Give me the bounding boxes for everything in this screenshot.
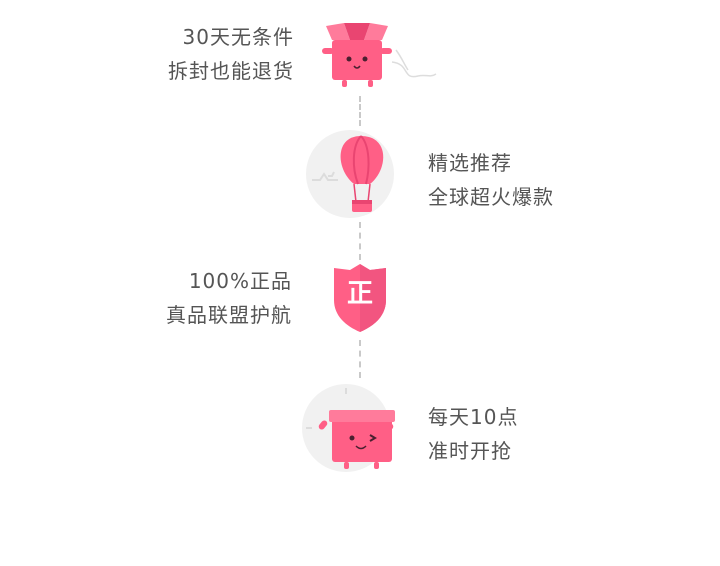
winking-box-clock-icon [300, 382, 410, 478]
shield-icon: 正 [330, 262, 390, 338]
feature-daily-title: 每天10点 [428, 405, 519, 429]
feature-authentic-title: 100%正品 [188, 269, 292, 293]
connector-line-2 [359, 222, 361, 260]
feature-return-subtitle: 拆封也能退货 [168, 59, 294, 83]
feature-daily-text: 每天10点 准时开抢 [428, 400, 518, 468]
feature-recommend-title: 精选推荐 [428, 151, 512, 175]
connector-line-3 [359, 340, 361, 378]
feature-return-title: 30天无条件 [182, 25, 294, 49]
feature-return-text: 30天无条件 拆封也能退货 [168, 20, 294, 88]
feature-daily-subtitle: 准时开抢 [428, 439, 512, 463]
connector-line-1 [359, 96, 361, 126]
hot-air-balloon-icon [304, 128, 396, 224]
feature-authentic-text: 100%正品 真品联盟护航 [166, 264, 292, 332]
feature-recommend-text: 精选推荐 全球超火爆款 [428, 146, 554, 214]
feature-authentic-subtitle: 真品联盟护航 [166, 303, 292, 327]
box-mascot-icon [318, 18, 442, 92]
shield-badge-label: 正 [346, 279, 373, 309]
feature-recommend-subtitle: 全球超火爆款 [428, 185, 554, 209]
